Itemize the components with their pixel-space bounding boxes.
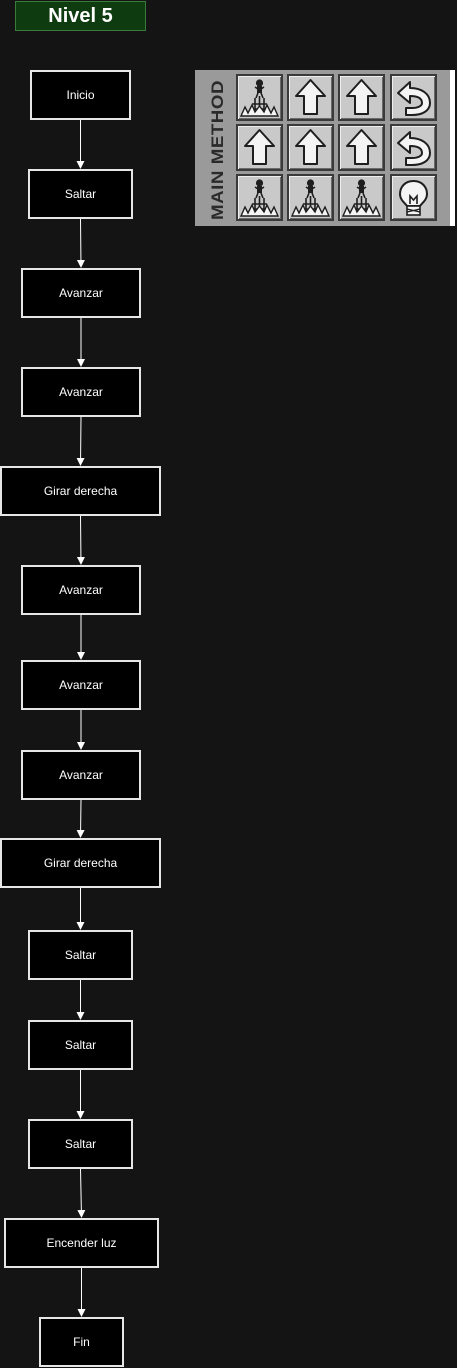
- flow-node-jump: Saltar: [28, 930, 133, 980]
- flow-arrow: [76, 416, 85, 466]
- jump-icon: [340, 176, 383, 219]
- flow-node-jump: Saltar: [28, 169, 133, 219]
- program-tile: [236, 74, 283, 121]
- program-tile: [236, 174, 283, 221]
- forward-arrow-icon: [238, 126, 281, 169]
- lightbulb-icon: [392, 176, 435, 219]
- jump-icon: [238, 76, 281, 119]
- program-tile: [287, 124, 334, 171]
- program-tile: [390, 124, 437, 171]
- panel-edge: [450, 70, 455, 226]
- level-title: Nivel 5: [15, 1, 146, 31]
- flow-arrow: [76, 799, 85, 838]
- flow-arrow: [76, 515, 85, 565]
- forward-arrow-icon: [289, 126, 332, 169]
- forward-arrow-icon: [289, 76, 332, 119]
- flow-node-forward: Avanzar: [21, 565, 141, 615]
- flow-node-turn-right: Girar derecha: [0, 838, 161, 888]
- flow-node-forward: Avanzar: [21, 750, 141, 800]
- panel-label-text: MAIN METHOD: [208, 80, 227, 220]
- flow-node-turn-right: Girar derecha: [0, 466, 161, 516]
- flow-node-forward: Avanzar: [21, 367, 141, 417]
- flow-arrow: [77, 1168, 86, 1218]
- flow-node-forward: Avanzar: [21, 660, 141, 710]
- turn-icon: [392, 76, 435, 119]
- jump-icon: [289, 176, 332, 219]
- program-tile: [338, 124, 385, 171]
- flow-node-light-on: Encender luz: [4, 1218, 159, 1268]
- program-tile: [390, 174, 437, 221]
- flow-node-forward: Avanzar: [21, 268, 141, 318]
- panel-label: MAIN METHOD: [198, 74, 234, 222]
- program-tile: [338, 74, 385, 121]
- turn-icon: [392, 126, 435, 169]
- jump-icon: [238, 176, 281, 219]
- flow-node-start: Inicio: [30, 70, 131, 120]
- flow-node-end: Fin: [39, 1317, 124, 1367]
- flow-node-jump: Saltar: [28, 1020, 133, 1070]
- flow-node-jump: Saltar: [28, 1119, 133, 1169]
- flow-arrow: [76, 218, 85, 268]
- program-tile: [236, 124, 283, 171]
- program-tile: [338, 174, 385, 221]
- forward-arrow-icon: [340, 76, 383, 119]
- program-tile: [287, 74, 334, 121]
- program-tile: [390, 74, 437, 121]
- forward-arrow-icon: [340, 126, 383, 169]
- program-tile: [287, 174, 334, 221]
